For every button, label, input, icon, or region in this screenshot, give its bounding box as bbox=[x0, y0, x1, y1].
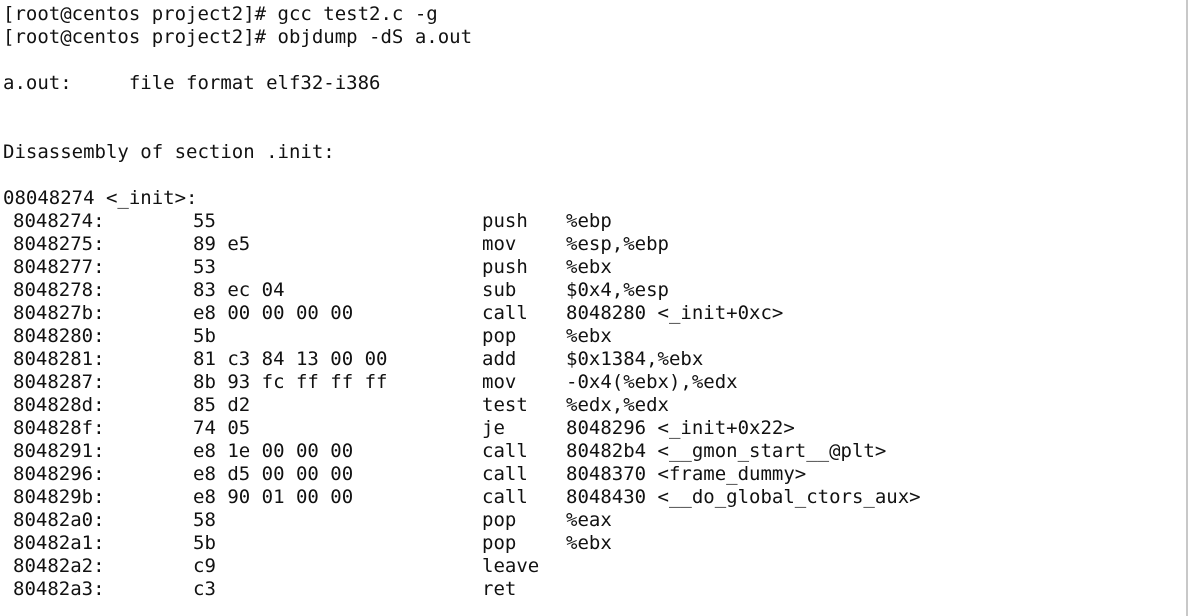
instruction-bytes: 8b 93 fc ff ff ff bbox=[193, 371, 388, 393]
instruction-row: 8048275: 89 e5 mov %esp,%ebp bbox=[0, 233, 1180, 256]
instruction-row: 804829b: e8 90 01 00 00 call 8048430 <__do_… bbox=[0, 486, 1180, 509]
instruction-bytes: e8 90 01 00 00 bbox=[193, 486, 354, 508]
instruction-row: 8048280: 5b pop %ebx bbox=[0, 325, 1180, 348]
instruction-address: 804829b: bbox=[13, 486, 105, 508]
command-line-1: [root@centos project2]# gcc test2.c -g bbox=[3, 3, 438, 26]
instruction-mnemonic: call bbox=[482, 463, 528, 485]
instruction-mnemonic: test bbox=[482, 394, 528, 416]
instruction-bytes: 89 e5 bbox=[193, 233, 251, 255]
instruction-row: 804828f: 74 05 je 8048296 <_init+0x22> bbox=[0, 417, 1180, 440]
instruction-bytes: 83 ec 04 bbox=[193, 279, 285, 301]
instruction-mnemonic: leave bbox=[482, 555, 540, 577]
instruction-bytes: c9 bbox=[193, 555, 216, 577]
instruction-mnemonic: pop bbox=[482, 532, 517, 554]
command-text: objdump -dS a.out bbox=[277, 26, 473, 48]
instruction-row: 8048278: 83 ec 04 sub $0x4,%esp bbox=[0, 279, 1180, 302]
instruction-row: 8048281: 81 c3 84 13 00 00 add $0x1384,%ebx bbox=[0, 348, 1180, 371]
instruction-mnemonic: pop bbox=[482, 509, 517, 531]
instruction-address: 8048287: bbox=[13, 371, 105, 393]
symbol-header: 08048274 <_init>: bbox=[3, 187, 198, 209]
instruction-operands: 8048296 <_init+0x22> bbox=[566, 417, 795, 439]
instruction-bytes: e8 1e 00 00 00 bbox=[193, 440, 354, 462]
instruction-address: 8048277: bbox=[13, 256, 105, 278]
instruction-row: 804828d: 85 d2 test %edx,%edx bbox=[0, 394, 1180, 417]
instruction-row: 8048291: e8 1e 00 00 00 call 80482b4 <__gmo… bbox=[0, 440, 1180, 463]
instruction-bytes: 85 d2 bbox=[193, 394, 251, 416]
instruction-operands: %ebx bbox=[566, 325, 612, 347]
instruction-address: 80482a0: bbox=[13, 509, 105, 531]
instruction-operands: $0x4,%esp bbox=[566, 279, 669, 301]
instruction-address: 80482a2: bbox=[13, 555, 105, 577]
file-format-line: a.out: file format elf32-i386 bbox=[3, 72, 381, 94]
instruction-address: 8048274: bbox=[13, 210, 105, 232]
instruction-address: 804827b: bbox=[13, 302, 105, 324]
instruction-mnemonic: add bbox=[482, 348, 517, 370]
instruction-row: 8048287: 8b 93 fc ff ff ff mov -0x4(%ebx),%… bbox=[0, 371, 1180, 394]
instruction-mnemonic: call bbox=[482, 486, 528, 508]
instruction-mnemonic: call bbox=[482, 440, 528, 462]
instruction-row: 804827b: e8 00 00 00 00 call 8048280 <_init… bbox=[0, 302, 1180, 325]
instruction-operands: %esp,%ebp bbox=[566, 233, 669, 255]
instruction-bytes: e8 d5 00 00 00 bbox=[193, 463, 354, 485]
shell-prompt: [root@centos project2]# bbox=[3, 26, 278, 48]
instruction-operands: %eax bbox=[566, 509, 612, 531]
instruction-operands: 8048280 <_init+0xc> bbox=[566, 302, 784, 324]
instruction-row: 8048274: 55 push %ebp bbox=[0, 210, 1180, 233]
instruction-row: 80482a3: c3 ret bbox=[0, 578, 1180, 601]
section-header: Disassembly of section .init: bbox=[3, 141, 335, 163]
instruction-row: 80482a1: 5b pop %ebx bbox=[0, 532, 1180, 555]
instruction-row: 8048277: 53 push %ebx bbox=[0, 256, 1180, 279]
instruction-bytes: 53 bbox=[193, 256, 216, 278]
instruction-address: 8048275: bbox=[13, 233, 105, 255]
instruction-operands: 8048430 <__do_global_ctors_aux> bbox=[566, 486, 921, 508]
instruction-address: 804828d: bbox=[13, 394, 105, 416]
instruction-mnemonic: push bbox=[482, 256, 528, 278]
instruction-address: 80482a1: bbox=[13, 532, 105, 554]
instruction-address: 8048280: bbox=[13, 325, 105, 347]
instruction-address: 8048278: bbox=[13, 279, 105, 301]
instruction-mnemonic: call bbox=[482, 302, 528, 324]
instruction-mnemonic: mov bbox=[482, 371, 517, 393]
instruction-mnemonic: pop bbox=[482, 325, 517, 347]
shell-prompt: [root@centos project2]# bbox=[3, 3, 278, 25]
instruction-operands: %ebx bbox=[566, 532, 612, 554]
instruction-address: 8048291: bbox=[13, 440, 105, 462]
instruction-operands: %edx,%edx bbox=[566, 394, 669, 416]
instruction-bytes: 58 bbox=[193, 509, 216, 531]
instruction-bytes: 5b bbox=[193, 325, 216, 347]
instruction-address: 8048281: bbox=[13, 348, 105, 370]
instruction-operands: 80482b4 <__gmon_start__@plt> bbox=[566, 440, 887, 462]
instruction-operands: %ebp bbox=[566, 210, 612, 232]
command-line-2: [root@centos project2]# objdump -dS a.ou… bbox=[3, 26, 472, 49]
instruction-mnemonic: ret bbox=[482, 578, 517, 600]
instruction-row: 80482a0: 58 pop %eax bbox=[0, 509, 1180, 532]
instruction-bytes: 55 bbox=[193, 210, 216, 232]
instruction-row: 8048296: e8 d5 00 00 00 call 8048370 <frame… bbox=[0, 463, 1180, 486]
command-text: gcc test2.c -g bbox=[277, 3, 438, 25]
instruction-bytes: 74 05 bbox=[193, 417, 251, 439]
instruction-mnemonic: mov bbox=[482, 233, 517, 255]
instruction-bytes: c3 bbox=[193, 578, 216, 600]
instruction-operands: -0x4(%ebx),%edx bbox=[566, 371, 738, 393]
instruction-row: 80482a2: c9 leave bbox=[0, 555, 1180, 578]
instruction-address: 8048296: bbox=[13, 463, 105, 485]
instruction-operands: 8048370 <frame_dummy> bbox=[566, 463, 807, 485]
instruction-mnemonic: je bbox=[482, 417, 505, 439]
instruction-operands: $0x1384,%ebx bbox=[566, 348, 704, 370]
instruction-bytes: 81 c3 84 13 00 00 bbox=[193, 348, 388, 370]
instruction-bytes: e8 00 00 00 00 bbox=[193, 302, 354, 324]
instruction-address: 804828f: bbox=[13, 417, 105, 439]
instruction-mnemonic: sub bbox=[482, 279, 517, 301]
instruction-operands: %ebx bbox=[566, 256, 612, 278]
instruction-address: 80482a3: bbox=[13, 578, 105, 600]
instruction-bytes: 5b bbox=[193, 532, 216, 554]
instruction-mnemonic: push bbox=[482, 210, 528, 232]
